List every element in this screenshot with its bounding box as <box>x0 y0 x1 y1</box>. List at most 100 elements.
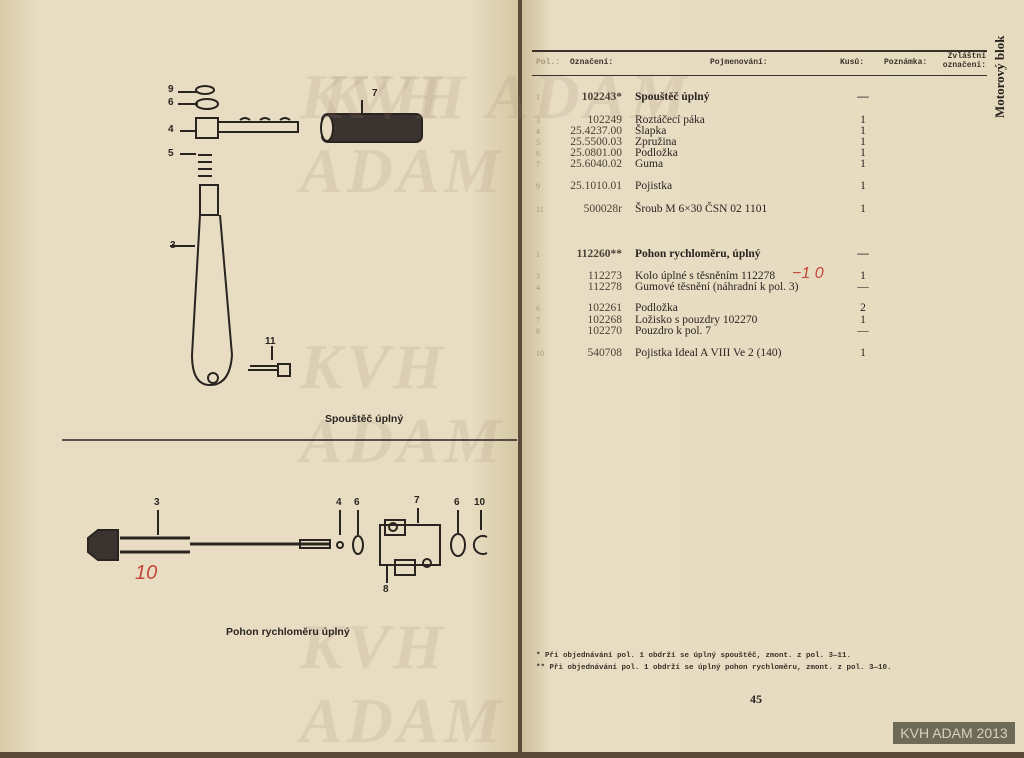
row-pol: 8 <box>536 327 540 336</box>
callout-4: 4 <box>168 124 174 135</box>
quantity: — <box>857 248 869 260</box>
page-number: 45 <box>750 692 762 706</box>
row-pol: 6 <box>536 304 540 313</box>
handwritten-note: 10 <box>135 562 158 584</box>
part-name: Spouštěč úplný <box>635 91 710 103</box>
table-row: 6 102261 Podložka 2 <box>522 302 992 315</box>
col-poznamka: Poznámka: <box>884 58 928 67</box>
quantity: 1 <box>860 158 866 170</box>
quantity: 1 <box>860 347 866 359</box>
side-title: Motorový blok <box>992 35 1007 118</box>
col-zvlastni-line2: označení: <box>942 61 986 70</box>
part-number: 102249 <box>587 114 623 126</box>
part-name: Pohon rychloměru, úplný <box>635 248 761 260</box>
row-pol: 6 <box>536 149 540 158</box>
part-number: 112273 <box>587 270 622 282</box>
part-name: Gumové těsnění (náhradní k pol. 3) <box>635 281 799 293</box>
callout-3: 3 <box>154 497 160 508</box>
row-pol: 10 <box>536 349 544 358</box>
header-rule <box>532 50 987 52</box>
callout-4: 4 <box>336 497 342 508</box>
part-number: 25.5500.03 <box>570 136 622 148</box>
left-page: KVH ADAM KVH ADAM KVH ADAM 9 6 4 5 3 7 1… <box>0 0 518 756</box>
row-pol: 7 <box>536 160 540 169</box>
quantity: — <box>857 325 869 337</box>
callout-9: 9 <box>168 84 174 95</box>
part-number: 540708 <box>587 347 623 359</box>
parts-illustration <box>62 85 517 583</box>
handwritten-note: −1 0 <box>792 265 824 282</box>
part-name: Pojistka <box>635 180 673 192</box>
table-row: 7 25.6040.02 Guma 1 <box>522 158 992 171</box>
table-row: 4 25.4237.00 Šlapka 1 <box>522 125 992 138</box>
quantity: 1 <box>860 180 866 192</box>
part-number: 500028r <box>583 203 622 215</box>
part-number: 102270 <box>587 325 623 337</box>
table-row: 1 112260** Pohon rychloměru, úplný — <box>522 248 992 261</box>
part-number: 25.1010.01 <box>570 180 622 192</box>
part-number: 102261 <box>587 302 623 314</box>
part-name: Podložka <box>635 302 678 314</box>
figure-caption: Spouštěč úplný <box>325 413 404 425</box>
watermark: KVH ADAM <box>300 611 505 756</box>
quantity: 1 <box>860 125 866 137</box>
footnote: ** Při objednávání pol. 1 obdrží se úpln… <box>536 664 892 672</box>
part-name: Pojistka Ideal A VIII Ve 2 (140) <box>635 347 782 359</box>
part-name: Šlapka <box>635 125 667 137</box>
part-number: 112278 <box>587 281 622 293</box>
callout-8: 8 <box>383 584 389 595</box>
callout-3: 3 <box>170 240 176 251</box>
watermark-stamp: KVH ADAM 2013 <box>893 722 1015 744</box>
header-rule <box>532 75 987 76</box>
row-pol: 4 <box>536 127 540 136</box>
quantity: — <box>857 281 869 293</box>
part-number: 25.6040.02 <box>570 158 622 170</box>
callout-10: 10 <box>474 497 486 508</box>
callout-11: 11 <box>265 336 276 347</box>
row-pol: 1 <box>536 250 540 259</box>
table-row: 9 25.1010.01 Pojistka 1 <box>522 180 992 193</box>
col-kusu: Kusů: <box>840 58 865 67</box>
callout-6: 6 <box>168 97 174 108</box>
part-name: Ložisko s pouzdry 102270 <box>635 314 758 326</box>
callout-6: 6 <box>354 497 360 508</box>
row-pol: 1 <box>536 93 540 102</box>
figure-caption: Pohon rychloměru úplný <box>226 626 350 638</box>
part-name: Pouzdro k pol. 7 <box>635 325 712 337</box>
watermark: KVH ADAM <box>300 61 505 206</box>
part-number: 102268 <box>587 314 623 326</box>
row-pol: 4 <box>536 283 540 292</box>
watermark: KVH ADAM <box>322 61 692 132</box>
quantity: 1 <box>860 136 866 148</box>
row-pol: 3 <box>536 272 540 281</box>
part-name: Guma <box>635 158 664 170</box>
col-oznaceni: Označení: <box>570 58 614 67</box>
part-number: 112260** <box>576 248 622 260</box>
quantity: 1 <box>860 314 866 326</box>
part-number: 25.0801.00 <box>570 147 622 159</box>
part-name: Podložka <box>635 147 678 159</box>
part-name: Šroub M 6×30 ČSN 02 1101 <box>635 203 768 215</box>
part-name: Roztáčecí páka <box>635 114 705 126</box>
table-row: 10 540708 Pojistka Ideal A VIII Ve 2 (140)… <box>522 347 992 360</box>
callout-7: 7 <box>372 88 378 99</box>
row-pol: 3 <box>536 116 540 125</box>
footnote: * Při objednávání pol. 1 obdrží se úplný… <box>536 652 852 660</box>
row-pol: 5 <box>536 138 540 147</box>
quantity: 2 <box>860 302 866 314</box>
col-pojmenovani: Pojmenování: <box>710 58 768 67</box>
quantity: 1 <box>860 114 866 126</box>
table-row: 4 112278 Gumové těsnění (náhradní k pol. 3… <box>522 281 992 294</box>
row-pol: 9 <box>536 182 540 191</box>
part-name: Kolo úplné s těsněním 112278 <box>635 270 776 282</box>
quantity: — <box>857 91 869 103</box>
callout-6: 6 <box>454 497 460 508</box>
part-number: 25.4237.00 <box>570 125 622 137</box>
right-page: KVH ADAM Pol.: Označení: Pojmenování: Ku… <box>322 0 1024 752</box>
callout-5: 5 <box>168 148 174 159</box>
